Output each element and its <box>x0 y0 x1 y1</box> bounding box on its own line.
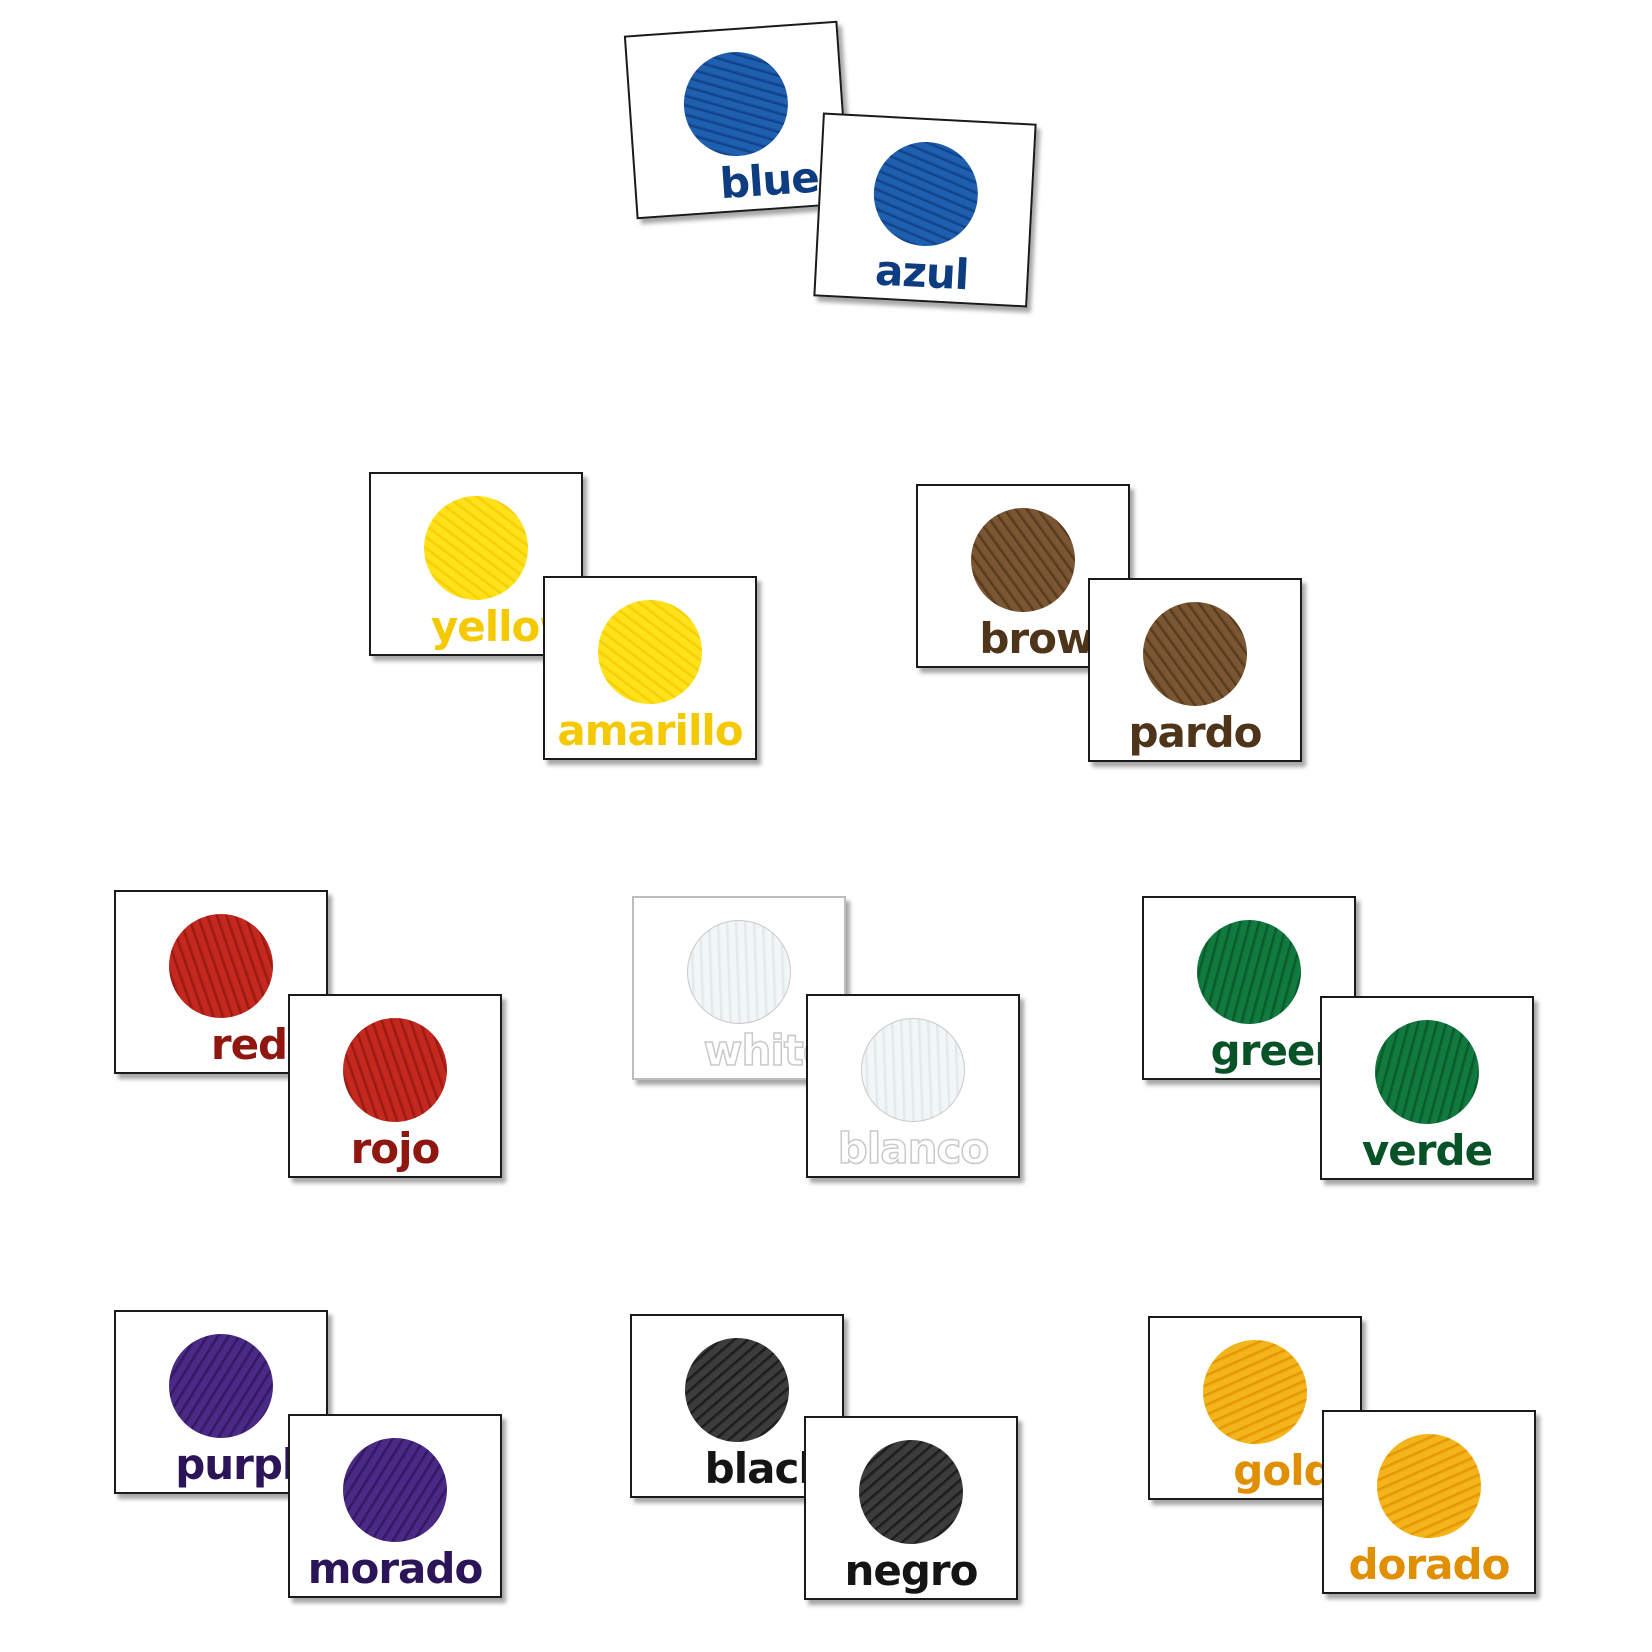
word-gold: gold <box>1233 1446 1333 1495</box>
color-swatch-white <box>687 920 791 1024</box>
word-dorado: dorado <box>1348 1540 1511 1589</box>
card-pair-purple: purple morado <box>114 1310 514 1610</box>
word-verde: verde <box>1361 1126 1493 1175</box>
card-pair-yellow: yellow amarillo <box>369 472 769 772</box>
card-spanish-morado[interactable]: morado <box>288 1414 502 1598</box>
word-blanco: blanco <box>837 1123 990 1174</box>
color-swatch-dorado <box>1377 1434 1481 1538</box>
color-swatch-pardo <box>1143 602 1247 706</box>
card-pair-blue: blue azul <box>623 20 1037 328</box>
card-spanish-blanco[interactable]: blanco <box>806 994 1020 1178</box>
word-morado: morado <box>307 1544 484 1593</box>
color-swatch-brown <box>971 508 1075 612</box>
card-english-purple[interactable]: purple <box>114 1310 328 1494</box>
color-swatch-negro <box>859 1440 963 1544</box>
card-pair-brown: brown pardo <box>916 484 1316 784</box>
color-swatch-green <box>1197 920 1301 1024</box>
card-spanish-amarillo[interactable]: amarillo <box>543 576 757 760</box>
color-swatch-purple <box>169 1334 273 1438</box>
card-spanish-pardo[interactable]: pardo <box>1088 578 1302 762</box>
card-spanish-rojo[interactable]: rojo <box>288 994 502 1178</box>
color-swatch-azul <box>871 139 981 249</box>
word-azul: azul <box>873 245 970 300</box>
color-swatch-amarillo <box>598 600 702 704</box>
card-pair-gold: gold dorado <box>1148 1316 1548 1616</box>
card-pair-red: red rojo <box>114 890 514 1190</box>
color-swatch-blanco <box>861 1018 965 1122</box>
card-spanish-negro[interactable]: negro <box>804 1416 1018 1600</box>
color-swatch-verde <box>1375 1020 1479 1124</box>
color-swatch-yellow <box>424 496 528 600</box>
word-red: red <box>210 1020 288 1069</box>
card-pair-white: white blanco <box>632 896 1032 1196</box>
card-spanish-verde[interactable]: verde <box>1320 996 1534 1180</box>
color-swatch-black <box>685 1338 789 1442</box>
card-english-blue[interactable]: blue <box>623 20 851 220</box>
card-pair-black: black negro <box>630 1314 1030 1614</box>
color-swatch-gold <box>1203 1340 1307 1444</box>
word-negro: negro <box>844 1546 978 1595</box>
word-rojo: rojo <box>350 1124 441 1173</box>
word-pardo: pardo <box>1128 708 1262 757</box>
color-swatch-morado <box>343 1438 447 1542</box>
card-pair-green: green verde <box>1142 896 1542 1196</box>
color-swatch-red <box>169 914 273 1018</box>
card-spanish-dorado[interactable]: dorado <box>1322 1410 1536 1594</box>
card-spanish-azul[interactable]: azul <box>813 112 1037 308</box>
word-amarillo: amarillo <box>557 706 743 755</box>
color-swatch-rojo <box>343 1018 447 1122</box>
color-swatch-blue <box>680 48 792 160</box>
